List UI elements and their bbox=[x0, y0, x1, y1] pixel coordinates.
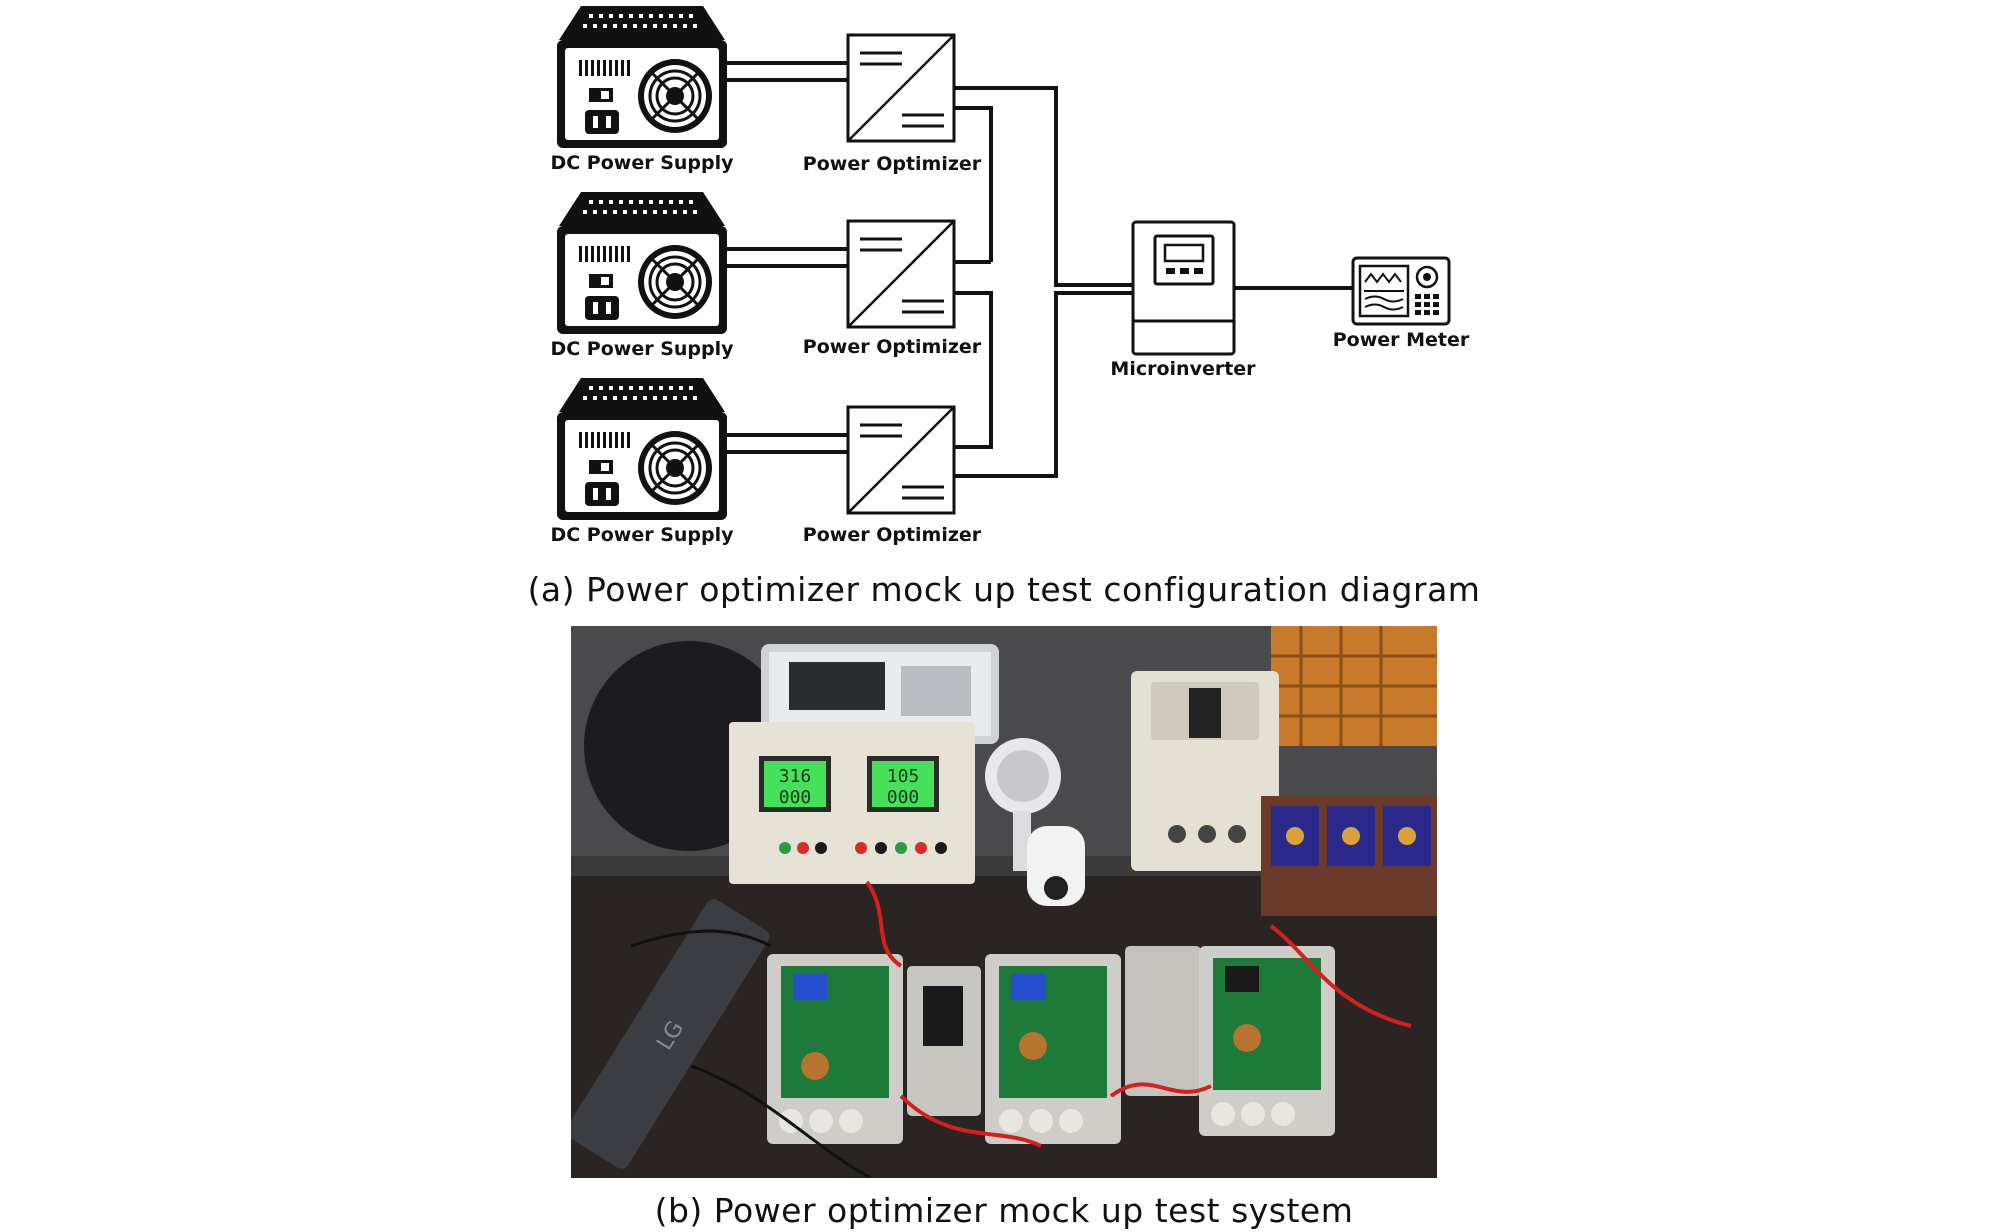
power-optimizer-label: Power Optimizer bbox=[803, 336, 982, 358]
power-meter-label: Power Meter bbox=[1333, 329, 1470, 351]
optimizer-enclosure bbox=[985, 954, 1121, 1144]
dc-power-supply-icon bbox=[555, 190, 729, 336]
lcd-left-top: 316 bbox=[779, 766, 812, 787]
dc-power-supply-icon bbox=[555, 4, 729, 150]
caption-a: (a) Power optimizer mock up test configu… bbox=[527, 570, 1481, 609]
lcd-left-bottom: 000 bbox=[779, 787, 812, 808]
power-optimizer-icon bbox=[846, 405, 956, 515]
dc-power-supply-label: DC Power Supply bbox=[550, 524, 734, 546]
power-optimizer-label: Power Optimizer bbox=[803, 153, 982, 175]
power-optimizer-label: Power Optimizer bbox=[803, 524, 982, 546]
lcd-right-bottom: 000 bbox=[887, 787, 920, 808]
optimizer-enclosure bbox=[767, 954, 903, 1144]
optimizer-enclosure bbox=[1199, 946, 1335, 1136]
dc-power-supply-label: DC Power Supply bbox=[550, 338, 734, 360]
lcd-right-top: 105 bbox=[887, 766, 920, 787]
caption-b: (b) Power optimizer mock up test system bbox=[654, 1191, 1354, 1230]
wiring bbox=[727, 61, 1353, 478]
power-optimizer-icon bbox=[846, 33, 956, 143]
configuration-diagram: DC Power Supply DC Power Supply DC Power… bbox=[550, 4, 1470, 546]
microinverter-label: Microinverter bbox=[1110, 358, 1256, 380]
dc-power-supply-icon bbox=[555, 376, 729, 522]
dc-power-supply-label: DC Power Supply bbox=[550, 152, 734, 174]
power-meter-icon bbox=[1351, 256, 1451, 326]
power-optimizer-icon bbox=[846, 219, 956, 329]
test-system-photo: 316 000 105 000 LG bbox=[571, 626, 1437, 1178]
microinverter-icon bbox=[1131, 220, 1236, 356]
